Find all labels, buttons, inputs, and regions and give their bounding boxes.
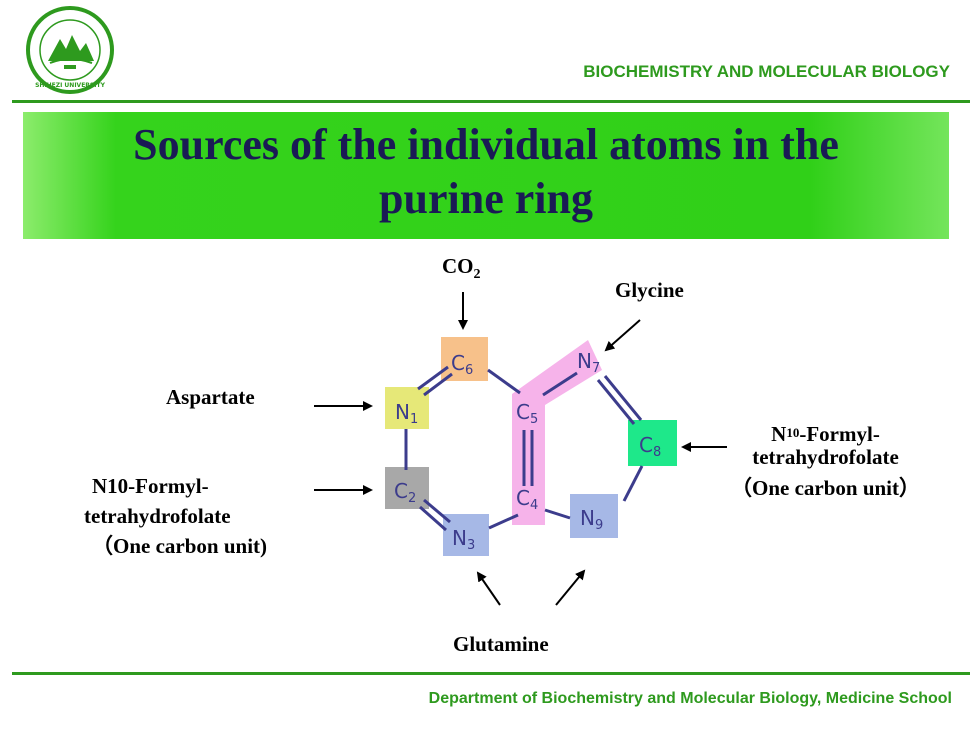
bond-c4-n9	[544, 508, 571, 520]
arrow-glutamine-right	[555, 569, 586, 606]
bond-c2-n3-b	[423, 498, 451, 524]
atom-label-n7: N7	[577, 349, 600, 376]
bond-n3-c4	[488, 513, 519, 530]
header-divider	[12, 100, 970, 103]
university-logo-icon: SHIHEZI UNIVERSITY	[26, 6, 114, 94]
atom-label-n9: N9	[580, 506, 603, 533]
atom-box-c8	[628, 420, 677, 466]
bond-c2-n3-a	[419, 505, 447, 532]
footer-divider	[12, 672, 970, 675]
atom-box-n9	[570, 494, 618, 538]
bond-n7-c8-b	[603, 375, 643, 421]
slide-title-line1: Sources of the individual atoms in the	[133, 120, 839, 169]
atom-box-c6	[441, 337, 488, 381]
slide-title: Sources of the individual atoms in the p…	[23, 118, 949, 226]
label-n10-formyl-right: N10-Formyl- tetrahydrofolate （One carbon…	[730, 422, 921, 500]
label-glycine: Glycine	[615, 278, 684, 302]
atom-label-c8: C8	[639, 433, 661, 460]
ring-bonds	[404, 365, 644, 532]
atom-label-c2: C2	[394, 479, 416, 506]
bond-c5-n7	[542, 371, 578, 397]
atom-label-c5: C5	[516, 400, 538, 427]
atom-label-n3: N3	[452, 526, 475, 553]
arrow-glutamine-left	[476, 571, 501, 606]
atom-box-n1	[385, 387, 429, 429]
label-n10-formyl-left: N10-Formyl- tetrahydrofolate （One carbon…	[84, 474, 268, 558]
atom-label-n1: N1	[395, 400, 418, 427]
glycine-highlight	[512, 340, 602, 525]
label-co2: CO2	[442, 254, 481, 282]
atom-box-c2	[385, 467, 429, 509]
bond-c8-n9	[622, 465, 644, 502]
bond-n1-c6-a	[417, 365, 449, 391]
course-title: BIOCHEMISTRY AND MOLECULAR BIOLOGY	[583, 62, 950, 81]
atom-label-c6: C6	[451, 351, 473, 378]
label-aspartate: Aspartate	[166, 385, 255, 409]
bond-c6-c5	[487, 368, 521, 395]
arrow-glycine	[604, 319, 641, 352]
slide-title-line2: purine ring	[379, 174, 593, 223]
label-glutamine: Glutamine	[453, 632, 549, 656]
logo-text: SHIHEZI UNIVERSITY	[35, 82, 106, 89]
atom-label-c4: C4	[516, 486, 538, 513]
footer-department: Department of Biochemistry and Molecular…	[428, 690, 952, 707]
title-banner	[23, 112, 949, 239]
bond-n1-c6-b	[423, 372, 453, 397]
bond-n7-c8-a	[596, 379, 636, 425]
